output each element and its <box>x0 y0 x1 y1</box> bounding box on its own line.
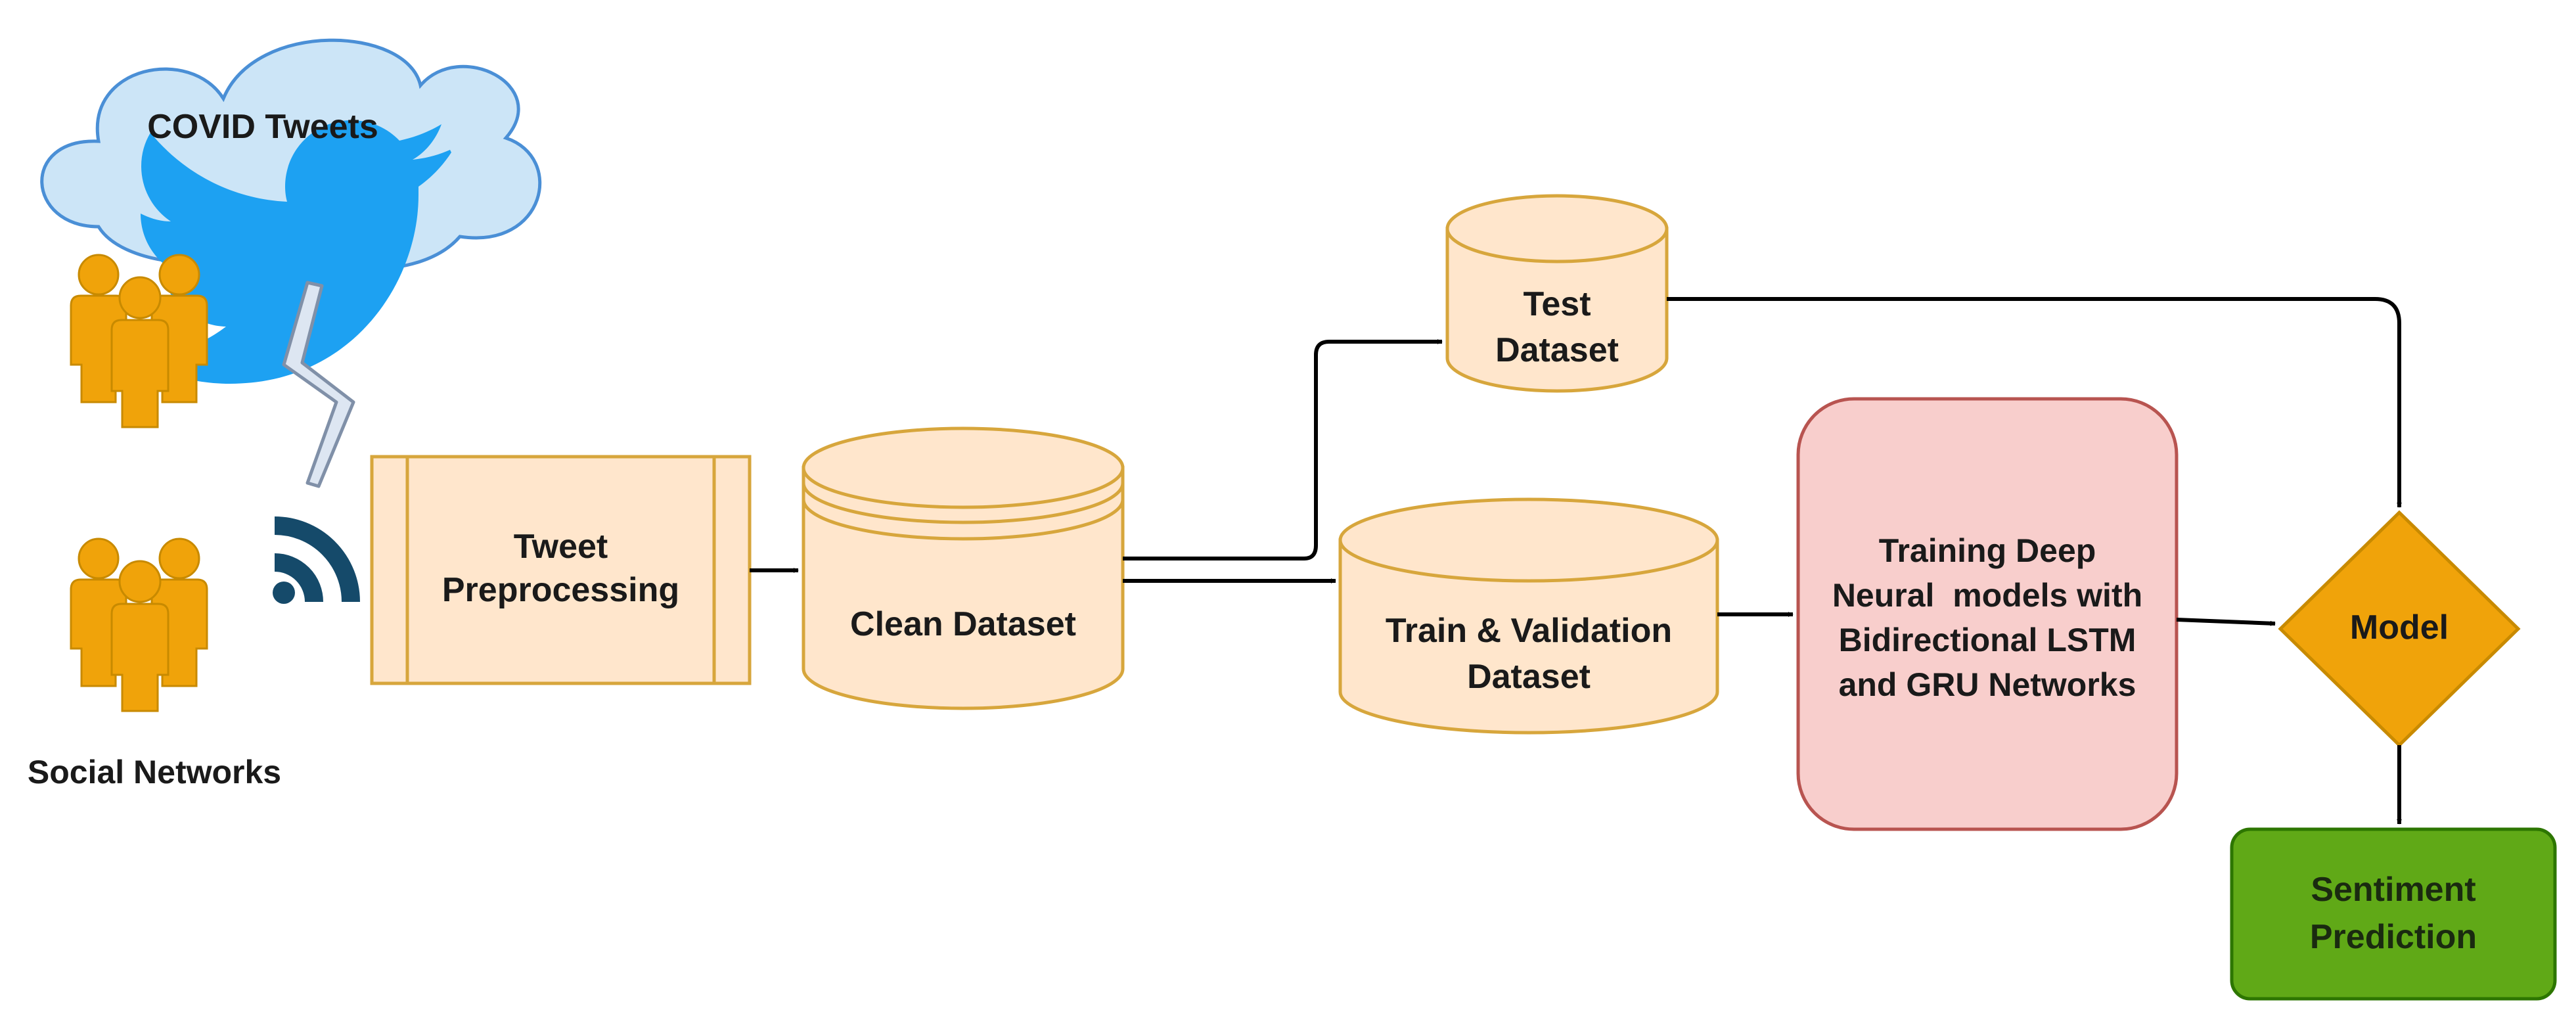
training-models-label: Training Deep Neural models with Bidirec… <box>1832 532 2143 703</box>
train-validation-dataset-label: Train & Validation Dataset <box>1385 612 1673 696</box>
twitter-bird-icon <box>128 120 451 384</box>
people-group-icon-top <box>70 254 208 428</box>
tweet-preprocessing-box <box>370 455 752 685</box>
training-models-box <box>1796 397 2179 831</box>
train-validation-dataset-cylinder <box>1338 497 1719 735</box>
people-group-icon-bottom <box>70 537 208 712</box>
arrow-clean-to-test <box>1123 339 1443 560</box>
lightning-bolt-icon <box>282 281 355 488</box>
wifi-signal-icon <box>273 516 360 604</box>
test-dataset-label: Test Dataset <box>1495 285 1619 369</box>
model-label: Model <box>2349 608 2449 647</box>
arrow-training-to-model <box>2176 618 2276 626</box>
sentiment-prediction-label: Sentiment Prediction <box>2309 871 2477 956</box>
covid-tweets-label: COVID Tweets <box>147 108 378 146</box>
social-networks-label: Social Networks <box>27 754 282 790</box>
tweet-preprocessing-label: Tweet Preprocessing <box>441 528 680 609</box>
sentiment-prediction-box <box>2230 827 2557 1001</box>
arrow-test-to-model <box>1667 297 2402 508</box>
clean-dataset-cylinder <box>802 426 1125 710</box>
test-dataset-cylinder <box>1445 194 1669 393</box>
clean-dataset-label: Clean Dataset <box>850 605 1076 643</box>
